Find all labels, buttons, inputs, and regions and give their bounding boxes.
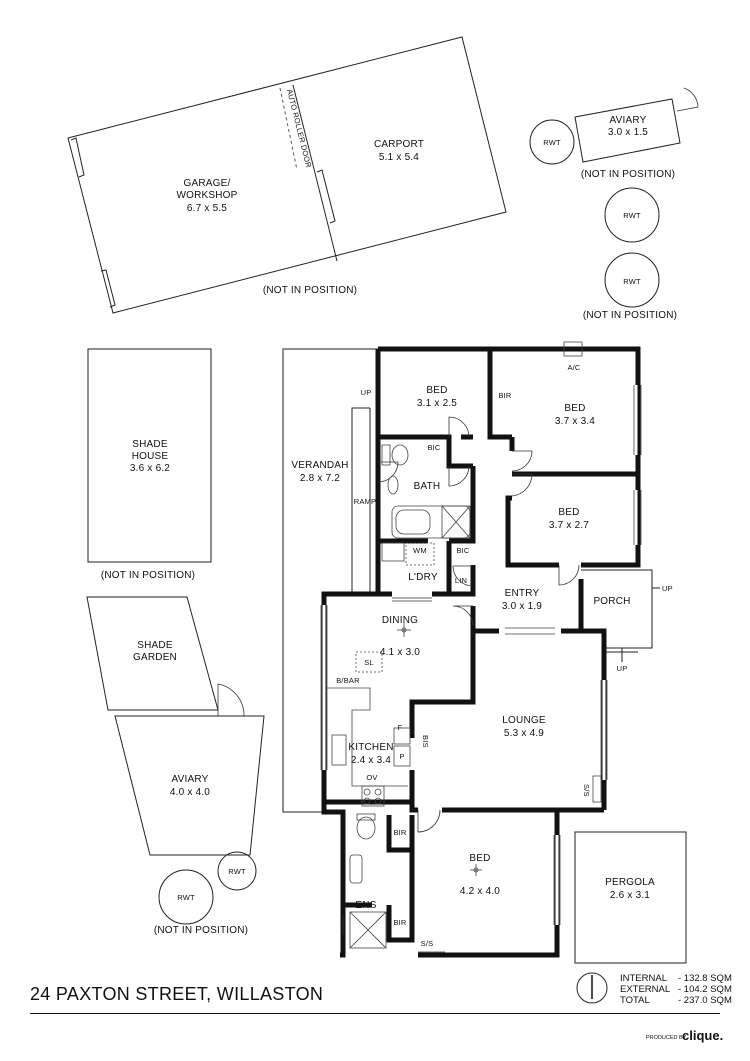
entry-name: ENTRY <box>505 588 540 599</box>
lounge-size: 5.3 x 4.9 <box>504 728 544 739</box>
oven-label: OV <box>366 773 377 782</box>
porch-up-side-label: UP <box>662 584 673 593</box>
total-area-value: - 237.0 SQM <box>678 995 732 1006</box>
rwt-tank-4-label: RWT <box>177 893 195 902</box>
shade-house-not-in-position: (NOT IN POSITION) <box>101 570 195 581</box>
lounge-name: LOUNGE <box>502 715 546 726</box>
bic-bath-label: BIC <box>427 443 440 452</box>
rwt-tank-1 <box>529 119 575 165</box>
garage-carport-outbuilding <box>67 36 507 314</box>
rwt-tank-2-label: RWT <box>623 211 641 220</box>
shade-garden-name: SHADE <box>137 640 173 651</box>
carport-size: 5.1 x 5.4 <box>379 152 419 163</box>
porch-up-bottom-label: UP <box>617 664 628 673</box>
bir-bed-2-label: BIR <box>498 391 511 400</box>
verandah-outline <box>282 348 378 813</box>
rwt-tank-2 <box>604 187 660 243</box>
aviary-top-not-in-position: (NOT IN POSITION) <box>581 169 675 180</box>
door-swings <box>342 416 580 953</box>
garage-name: GARAGE/ <box>184 178 231 189</box>
aviary-bottom-name: AVIARY <box>172 774 209 785</box>
porch-name: PORCH <box>593 596 630 607</box>
verandah-name: VERANDAH <box>291 460 348 471</box>
kitchen-size: 2.4 x 3.4 <box>351 755 391 766</box>
bed-1-name: BED <box>426 385 447 396</box>
bed-2-name: BED <box>564 403 585 414</box>
internal-area-label: INTERNAL <box>620 973 667 984</box>
bed-1-size: 3.1 x 2.5 <box>417 398 457 409</box>
bed-4-size: 4.2 x 4.0 <box>460 886 500 897</box>
ensuite-name: ENS <box>355 900 376 911</box>
bis-label: BIS <box>421 735 430 748</box>
sliding-door-bed-4-label: S/S <box>421 939 434 948</box>
rwt-tank-5 <box>217 851 257 891</box>
pergola-outline <box>574 831 687 964</box>
shade-garden-name-2: GARDEN <box>133 652 177 663</box>
rwt-tank-5-label: RWT <box>228 867 246 876</box>
garage-name-2: WORKSHOP <box>176 190 237 201</box>
aviary-bottom-size: 4.0 x 4.0 <box>170 787 210 798</box>
house-walls <box>321 346 641 958</box>
auto-roller-door-label: AUTO ROLLER DOOR <box>285 88 313 169</box>
brand-logo: clique. <box>682 1028 724 1043</box>
bed-2-size: 3.7 x 3.4 <box>555 416 595 427</box>
rwt-not-in-position: (NOT IN POSITION) <box>583 310 677 321</box>
verandah-up-label: UP <box>361 388 372 397</box>
lin-label: LIN <box>455 576 467 585</box>
fixtures <box>326 341 602 949</box>
pergola-name: PERGOLA <box>605 877 655 888</box>
wm-label: WM <box>413 546 427 555</box>
dining-size: 4.1 x 3.0 <box>380 647 420 658</box>
aviary-bottom-door <box>217 683 245 717</box>
shade-house-name-2: HOUSE <box>132 451 169 462</box>
garage-size: 6.7 x 5.5 <box>187 203 227 214</box>
rwt-tank-3 <box>604 252 660 308</box>
porch-outline <box>581 569 660 662</box>
bir-ensuite-bottom-label: BIR <box>393 918 406 927</box>
kitchen-name: KITCHEN <box>348 742 393 753</box>
aviary-top-size: 3.0 x 1.5 <box>608 127 648 138</box>
laundry-name: L'DRY <box>408 572 438 583</box>
bed-3-size: 3.7 x 2.7 <box>549 520 589 531</box>
shade-house-name: SHADE <box>132 439 168 450</box>
windows <box>320 385 642 925</box>
aviary-top-name: AVIARY <box>610 115 647 126</box>
ac-label: A/C <box>567 363 580 372</box>
rwt-bottom-not-in-position: (NOT IN POSITION) <box>154 925 248 936</box>
carport-name: CARPORT <box>374 139 424 150</box>
verandah-size: 2.8 x 7.2 <box>300 473 340 484</box>
footer-divider <box>30 1013 720 1014</box>
dining-name: DINING <box>382 615 418 626</box>
aviary-top-outbuilding <box>574 87 699 163</box>
internal-area-value: - 132.8 SQM <box>678 973 732 984</box>
external-area-value: - 104.2 SQM <box>678 984 732 995</box>
pergola-size: 2.6 x 3.1 <box>610 890 650 901</box>
bath-name: BATH <box>414 481 441 492</box>
entry-size: 3.0 x 1.9 <box>502 601 542 612</box>
bed-4-name: BED <box>469 853 490 864</box>
shade-house-size: 3.6 x 6.2 <box>130 463 170 474</box>
shade-house-outline <box>87 348 212 563</box>
total-area-label: TOTAL <box>620 995 650 1006</box>
aviary-bottom-outline <box>114 715 265 856</box>
pantry-label: P <box>399 752 404 761</box>
ramp-label: RAMP <box>354 497 376 506</box>
breakfast-bar-label: B/BAR <box>336 676 360 685</box>
garage-not-in-position: (NOT IN POSITION) <box>263 285 357 296</box>
produced-by-label: PRODUCED BY <box>646 1035 687 1041</box>
external-area-label: EXTERNAL <box>620 984 671 995</box>
property-address: 24 PAXTON STREET, WILLASTON <box>30 984 324 1004</box>
bed-3-name: BED <box>558 507 579 518</box>
rwt-tank-3-label: RWT <box>623 277 641 286</box>
skylight-label: SL <box>364 658 374 667</box>
bic-laundry-label: BIC <box>456 546 469 555</box>
fridge-label: F <box>398 723 403 732</box>
rwt-tank-4 <box>158 869 214 925</box>
bir-ensuite-top-label: BIR <box>393 828 406 837</box>
sliding-door-lounge-label: S/S <box>582 784 591 797</box>
north-arrow-icon <box>576 972 608 1004</box>
rwt-tank-1-label: RWT <box>543 138 561 147</box>
